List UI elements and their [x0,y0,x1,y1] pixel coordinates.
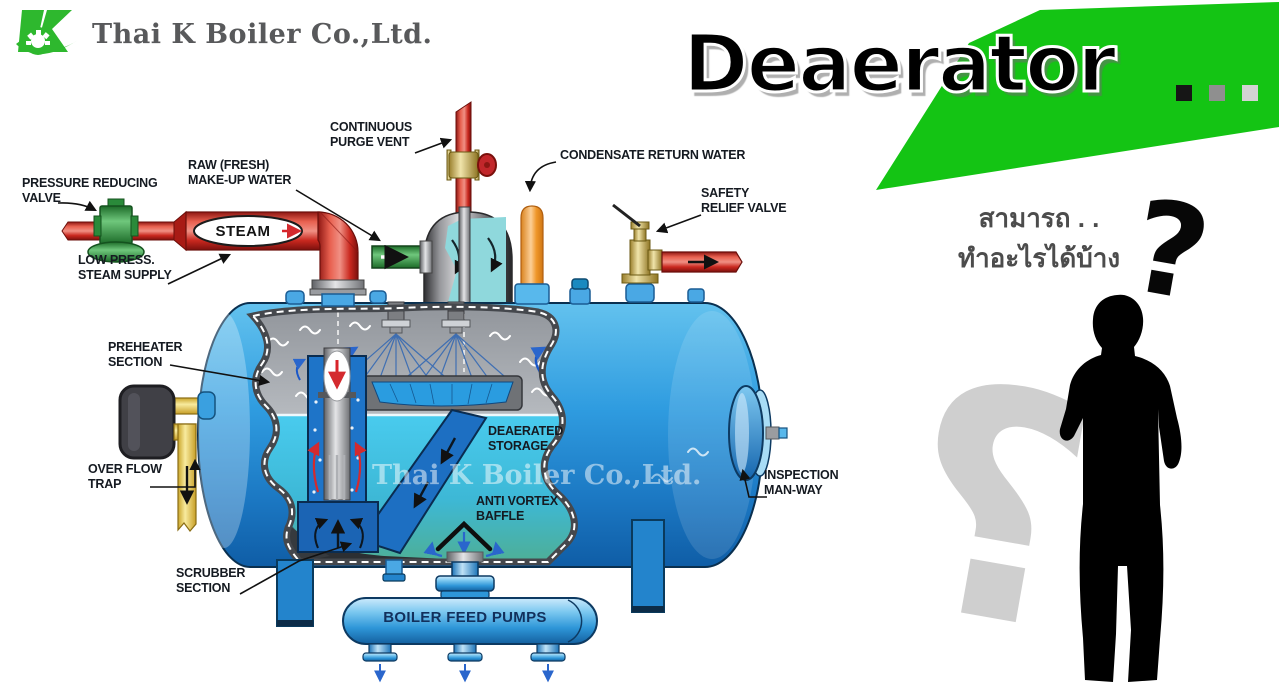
title-dot [1209,85,1225,101]
thai-line-2: ทำอะไรได้บ้าง [957,243,1121,274]
label-continuous-purge-vent: CONTINUOUS PURGE VENT [330,120,413,149]
support-legs [276,519,665,627]
label-over-flow-trap: OVER FLOW TRAP [88,462,162,491]
label-pressure-reducing-valve: PRESSURE REDUCING VALVE [22,176,158,205]
title-dot [1242,85,1258,101]
header: Thai K Boiler Co.,Ltd. [14,8,432,60]
label-boiler-feed-pumps: BOILER FEED PUMPS [383,609,547,626]
thai-line-1: สามารถ . . [978,203,1100,233]
label-steam: STEAM [215,223,271,240]
spray-tray [362,375,523,411]
inspection-man-way [728,385,788,481]
pressure-reducing-valve [87,198,145,263]
tank-top-fittings [285,278,705,305]
makeup-water-pipe [371,240,433,274]
safety-relief-valve [612,203,743,303]
watermark: Thai K Boiler Co.,Ltd. [372,460,702,491]
label-safety-relief-valve: SAFETY RELIEF VALVE [701,186,787,215]
person-silhouette [1059,294,1182,682]
label-raw-fresh-makeup-water: RAW (FRESH) MAKE-UP WATER [188,158,292,187]
overflow-trap [118,384,216,532]
label-deaerated-storage: DEAERATED STORAGE [488,424,564,453]
preheater-internals [297,347,379,553]
label-preheater-section: PREHEATER SECTION [108,340,183,369]
title-dot [1176,85,1192,101]
continuous-purge-vent-pipe [446,101,497,215]
title-dots [1176,85,1258,101]
slide-title: Deaerator [681,17,1117,112]
condensate-pipe [514,205,550,305]
label-scrubber-section: SCRUBBER SECTION [176,566,246,595]
label-inspection-man-way: INSPECTION MAN-WAY [764,468,839,497]
spray-dome [423,206,513,305]
cutaway-section [246,301,578,566]
downcomer-duct [358,408,488,555]
boiler-feed-pump-manifold [342,551,598,683]
thai-k-boiler-logo [16,10,78,55]
steam-supply-pipe [61,198,367,307]
label-low-press-steam-supply: LOW PRESS. STEAM SUPPLY [78,253,172,282]
label-anti-vortex-baffle: ANTI VORTEX BAFFLE [476,494,558,523]
deaerator-diagram [57,101,788,683]
label-leaders [57,137,767,595]
label-condensate-return-water: CONDENSATE RETURN WATER [560,148,746,162]
thai-question-text: สามารถ . . ทำอะไรได้บ้าง [933,198,1145,279]
company-name: Thai K Boiler Co.,Ltd. [92,18,433,50]
